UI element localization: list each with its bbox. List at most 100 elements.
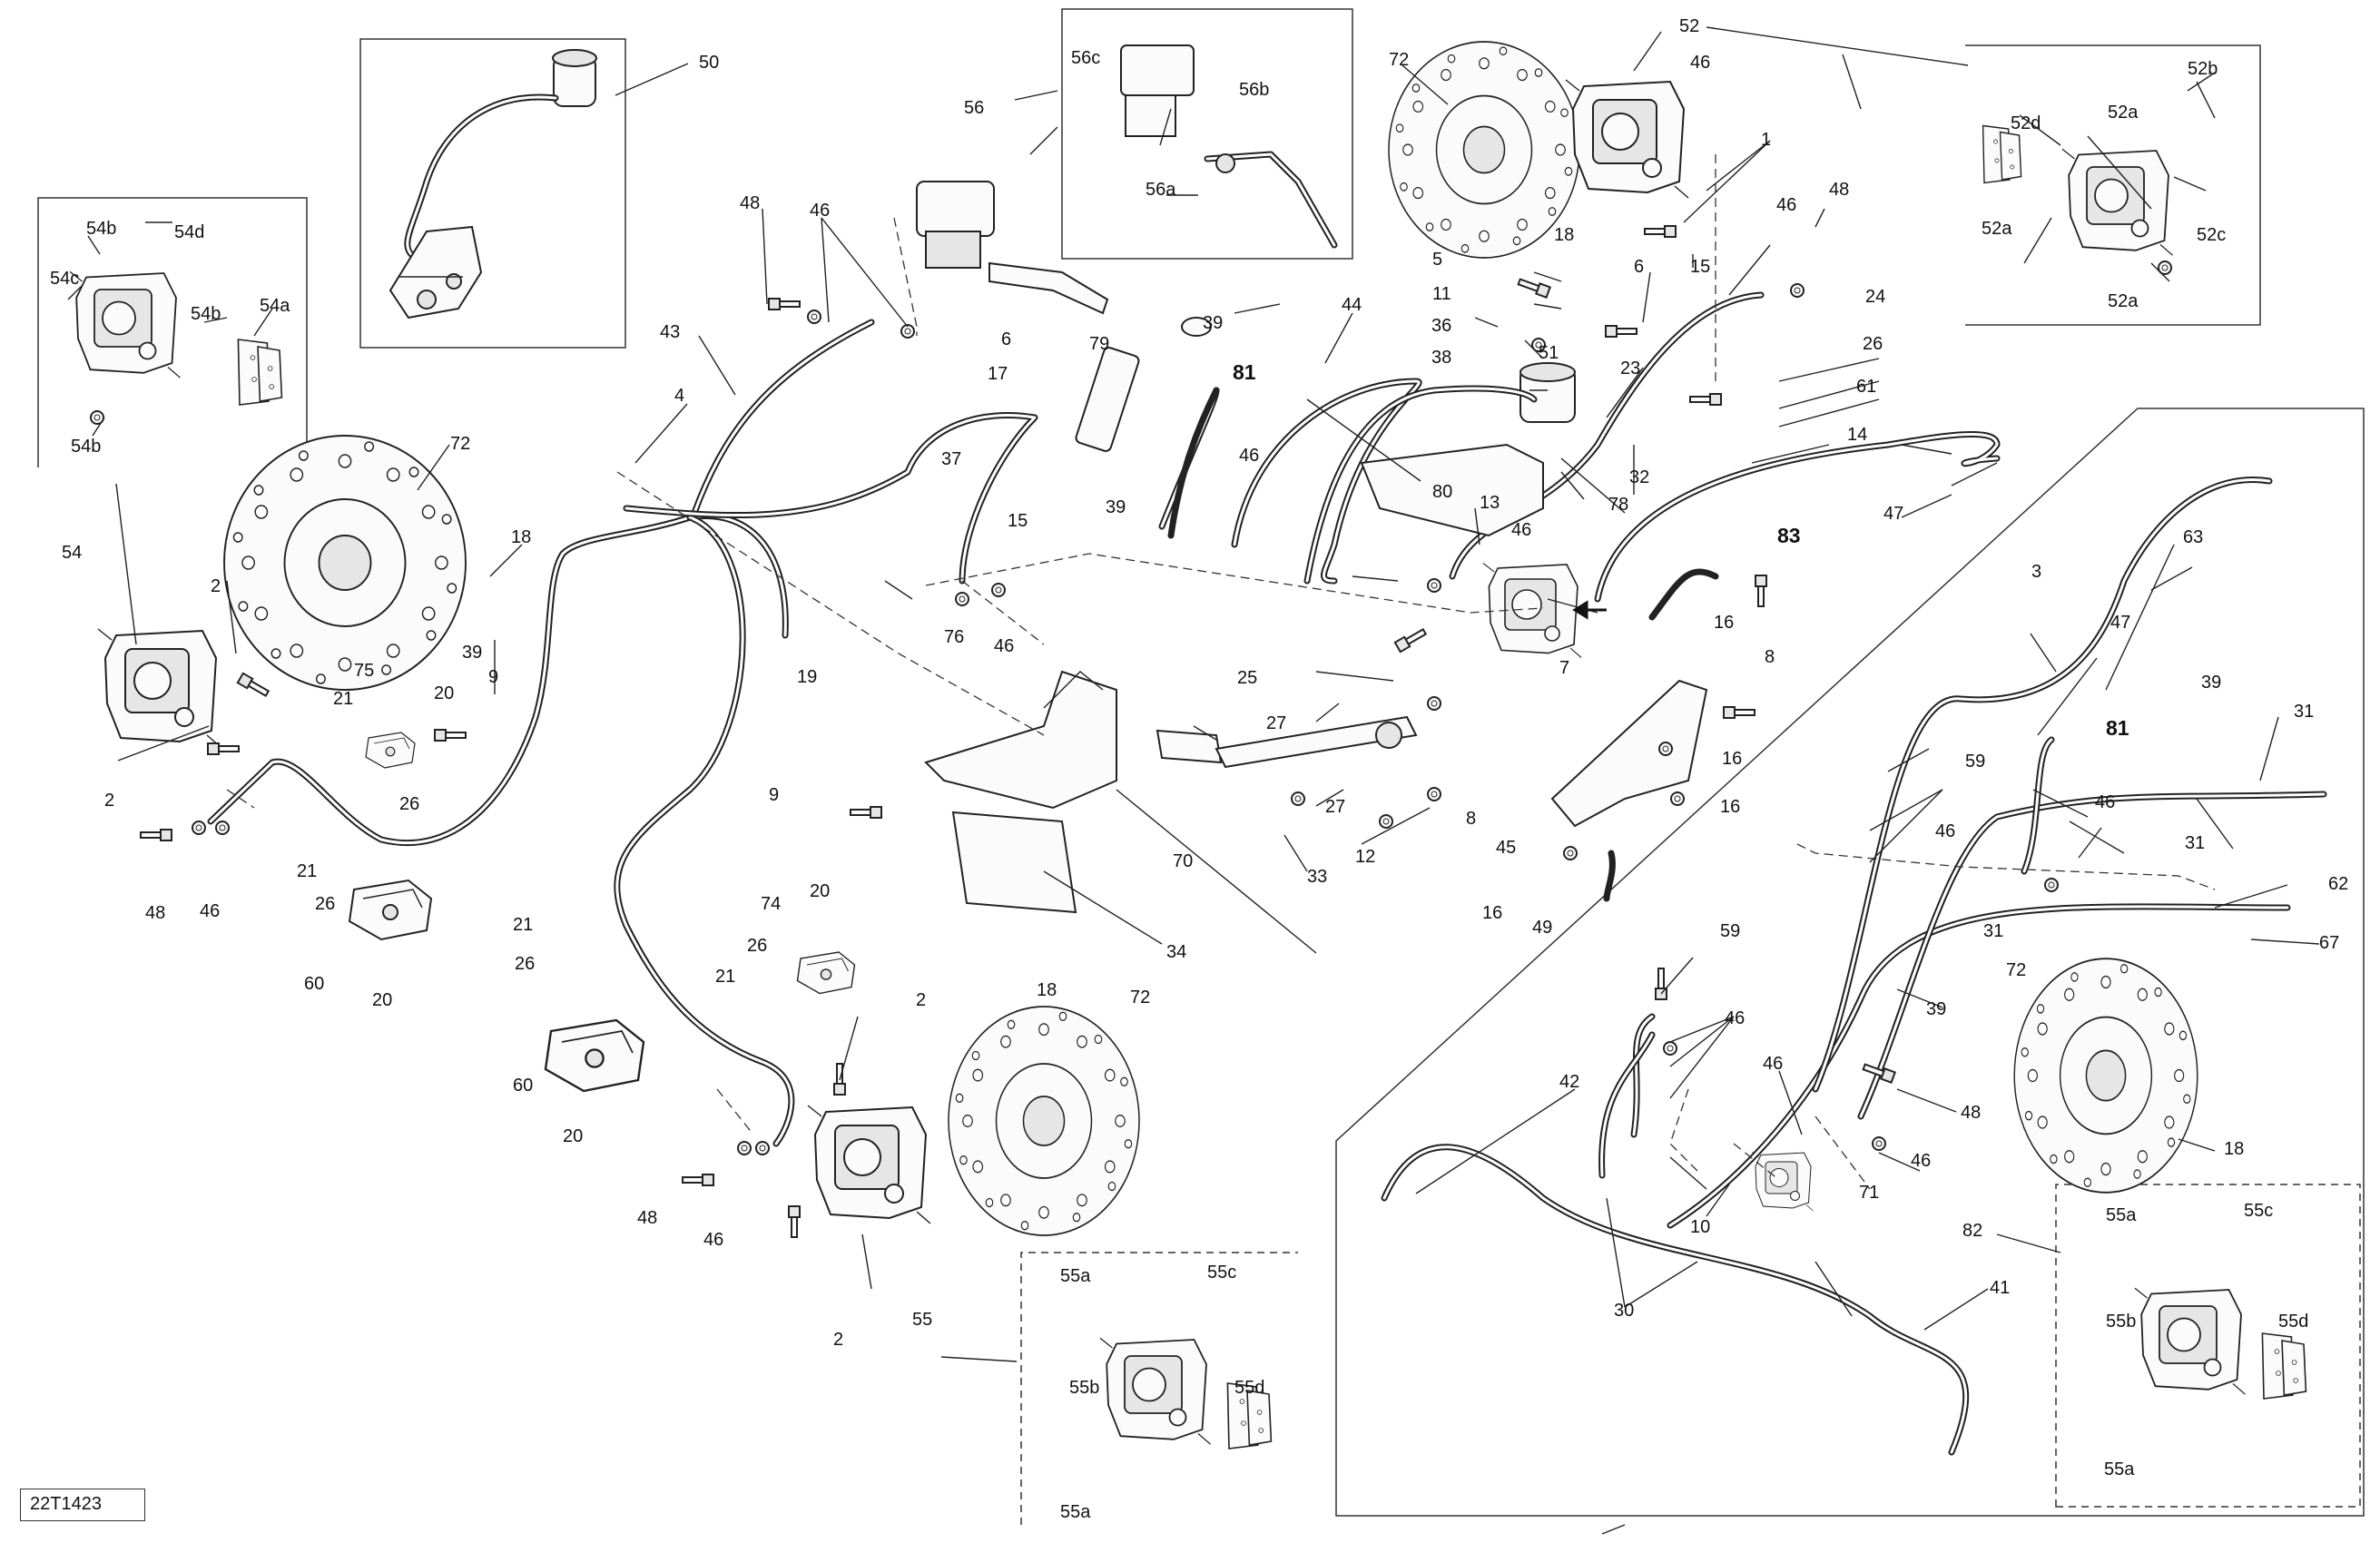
callout-52b: 52b (2188, 59, 2218, 79)
callout-18: 18 (2224, 1139, 2244, 1159)
callout-46: 46 (994, 636, 1014, 656)
callout-54b: 54b (191, 304, 221, 324)
callout-55: 55 (912, 1310, 932, 1330)
callout-18: 18 (1554, 225, 1574, 245)
callout-25: 25 (1237, 668, 1257, 688)
callout-31: 31 (1983, 921, 2003, 941)
callout-2: 2 (104, 791, 114, 811)
callout-46: 46 (703, 1230, 723, 1250)
callout-51: 51 (1539, 343, 1559, 363)
detail-box-50 (359, 38, 626, 349)
callout-80: 80 (1432, 482, 1452, 502)
callout-9: 9 (769, 785, 779, 805)
detail-box-55 (1020, 1252, 1298, 1525)
callout-72: 72 (1389, 50, 1409, 70)
callout-70: 70 (1173, 851, 1193, 871)
callout-30: 30 (1614, 1301, 1634, 1321)
callout-46: 46 (2095, 792, 2115, 812)
callout-55a: 55a (2104, 1459, 2135, 1479)
callout-79: 79 (1089, 334, 1109, 354)
callout-31: 31 (2185, 833, 2205, 853)
callout-9: 9 (488, 667, 498, 687)
callout-74: 74 (761, 894, 781, 914)
callout-49: 49 (1532, 918, 1552, 938)
callout-10: 10 (1690, 1217, 1710, 1237)
callout-33: 33 (1307, 867, 1327, 887)
callout-56: 56 (964, 98, 984, 118)
callout-20: 20 (372, 990, 392, 1010)
callout-8: 8 (1765, 647, 1775, 667)
callout-76: 76 (944, 627, 964, 647)
callout-6: 6 (1001, 329, 1011, 349)
ring-79 (1181, 317, 1212, 337)
callout-81: 81 (1233, 360, 1256, 384)
callout-26: 26 (1863, 334, 1883, 354)
callout-48: 48 (145, 903, 165, 923)
callout-46: 46 (1911, 1151, 1931, 1171)
callout-61: 61 (1856, 377, 1876, 397)
callout-56b: 56b (1239, 80, 1269, 100)
callout-7: 7 (1559, 658, 1569, 678)
callout-4: 4 (674, 386, 684, 406)
callout-19: 19 (797, 667, 817, 687)
pedal-bracket-45 (1550, 679, 1708, 828)
callout-42: 42 (1559, 1072, 1579, 1092)
callout-46: 46 (200, 901, 220, 921)
hardware (140, 225, 2059, 1535)
drawing-reference-code: 22T1423 (20, 1489, 145, 1521)
abs-module (1751, 1151, 1814, 1212)
bracket-70 (924, 670, 1117, 810)
caliper-rear (1482, 562, 1582, 659)
callout-46: 46 (1725, 1008, 1745, 1028)
callout-18: 18 (1037, 980, 1057, 1000)
callout-81: 81 (2106, 716, 2129, 740)
callout-36: 36 (1431, 316, 1451, 336)
callout-55a: 55a (1060, 1502, 1091, 1522)
callout-43: 43 (660, 322, 680, 342)
brake-disc-rear (2013, 958, 2198, 1194)
callout-52c: 52c (2197, 225, 2226, 245)
callout-21: 21 (715, 967, 735, 987)
callout-54: 54 (62, 543, 82, 563)
callout-44: 44 (1342, 295, 1362, 315)
callout-2: 2 (916, 990, 926, 1010)
callout-2: 2 (211, 576, 221, 596)
callout-39: 39 (462, 643, 482, 663)
callout-16: 16 (1722, 749, 1742, 769)
callout-48: 48 (637, 1208, 657, 1228)
callout-54a: 54a (260, 296, 290, 316)
detail-box-52 (1965, 44, 2261, 326)
callout-2: 2 (833, 1330, 843, 1350)
callout-54b: 54b (71, 437, 101, 457)
callout-45: 45 (1496, 838, 1516, 858)
callout-67: 67 (2319, 933, 2339, 953)
callout-55d: 55d (2278, 1312, 2308, 1332)
callout-31: 31 (2294, 702, 2314, 722)
callout-46: 46 (1511, 520, 1531, 540)
callout-34: 34 (1166, 942, 1186, 962)
callout-16: 16 (1482, 903, 1502, 923)
callout-55c: 55c (2244, 1201, 2273, 1221)
callout-55b: 55b (2106, 1312, 2136, 1332)
callout-52: 52 (1679, 16, 1699, 36)
callout-39: 39 (2201, 673, 2221, 693)
callout-48: 48 (1961, 1103, 1981, 1123)
callout-47: 47 (1883, 504, 1903, 524)
callout-55a: 55a (2106, 1205, 2137, 1225)
callout-39: 39 (1203, 313, 1223, 333)
callout-63: 63 (2183, 527, 2203, 547)
brake-pedal (1156, 715, 1418, 769)
callout-54d: 54d (174, 222, 204, 242)
callout-72: 72 (450, 434, 470, 454)
callout-27: 27 (1325, 797, 1345, 817)
callout-54c: 54c (50, 269, 79, 289)
callout-48: 48 (1829, 180, 1849, 200)
callout-21: 21 (333, 689, 353, 709)
detail-box-56c (1061, 8, 1353, 260)
callout-15: 15 (1008, 511, 1028, 531)
assembly-lines (226, 154, 2216, 1190)
callout-72: 72 (1130, 988, 1150, 1007)
callout-20: 20 (563, 1126, 583, 1146)
callout-labels: 1 2 2 2 2 3 4 5 6 6 7 8 8 9 9 10 11 12 1… (50, 16, 2348, 1522)
